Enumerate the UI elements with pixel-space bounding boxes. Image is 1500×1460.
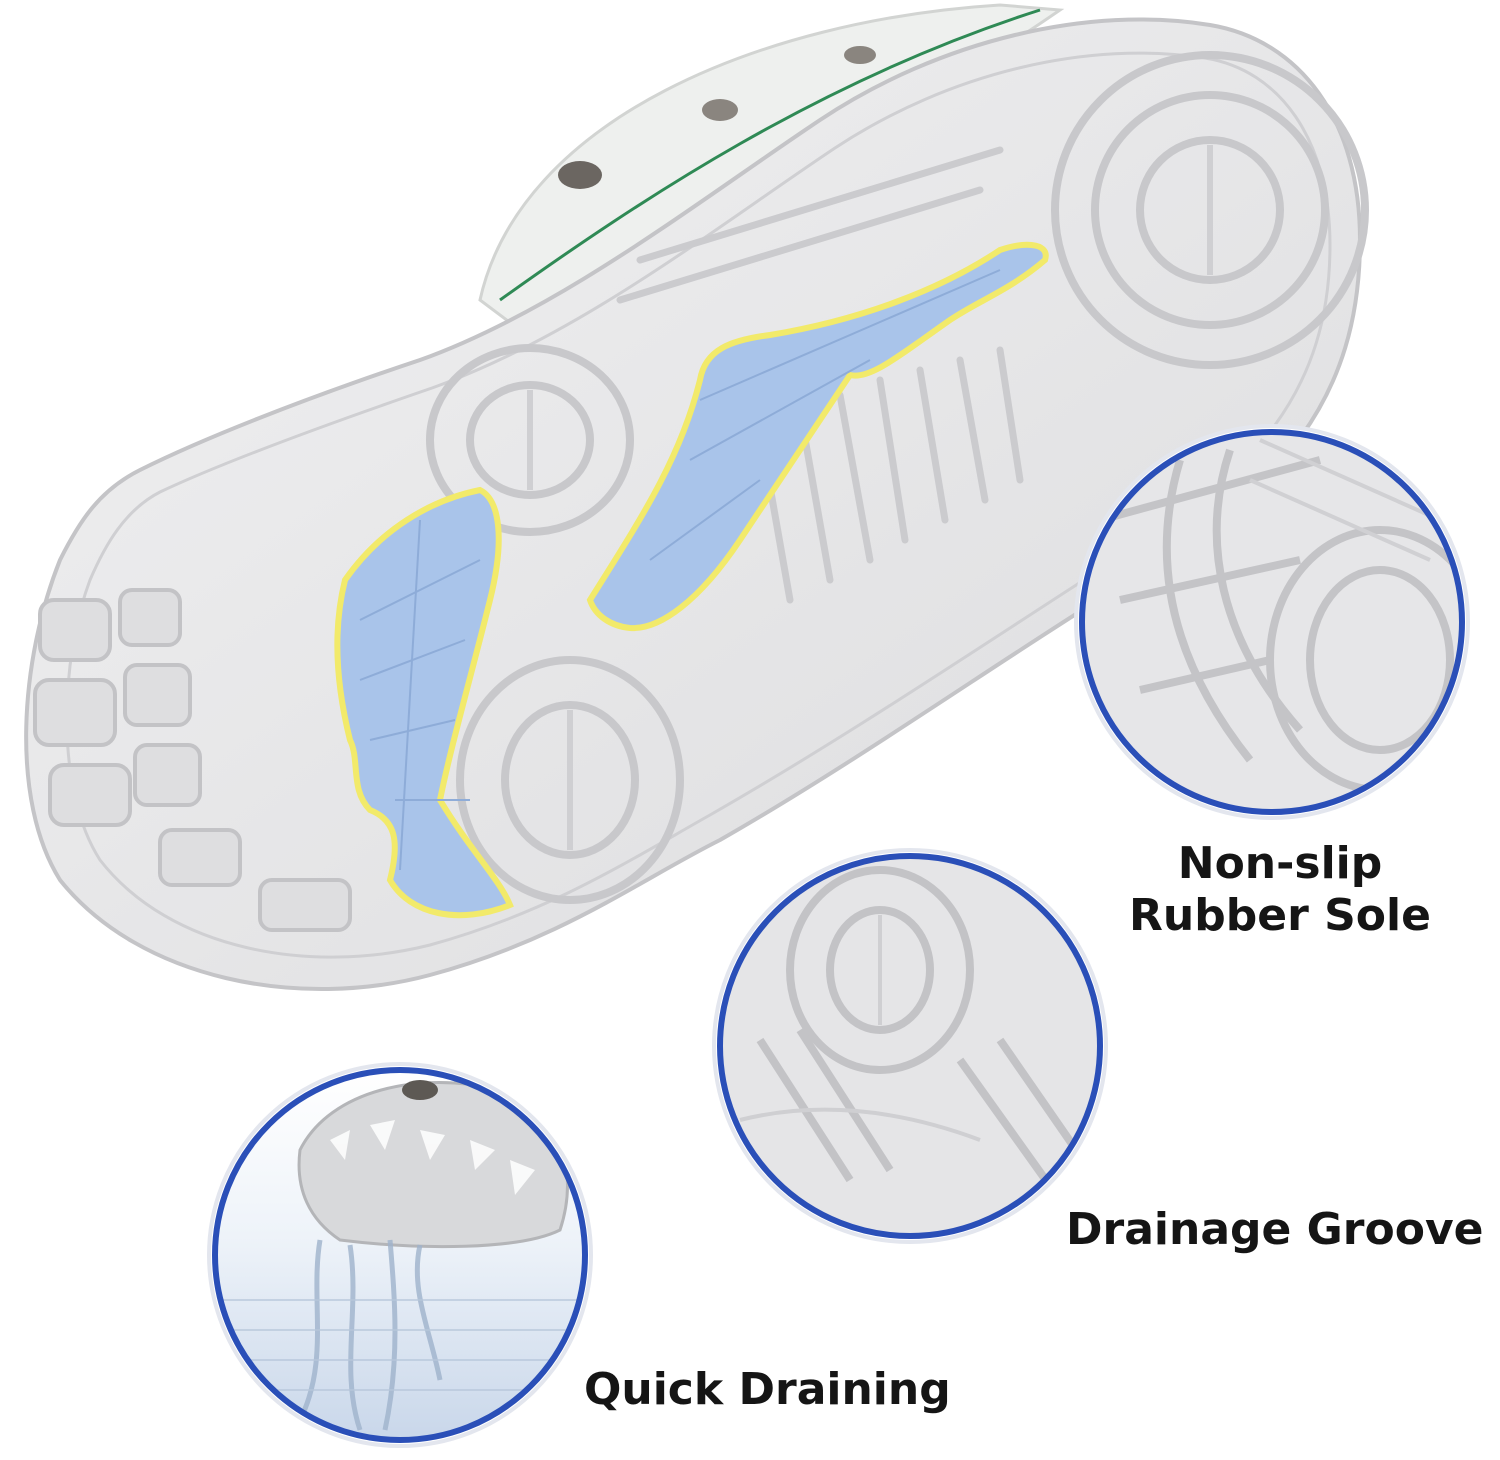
non-slip-label-line1: Non-slip xyxy=(1177,838,1383,889)
drainage-groove-detail-circle xyxy=(712,848,1108,1244)
quick-draining-label: Quick Draining xyxy=(584,1364,951,1415)
drainage-groove-label: Drainage Groove xyxy=(1066,1204,1484,1255)
forefoot-insert xyxy=(334,486,514,919)
arch-insert xyxy=(586,241,1049,632)
quick-draining-detail-circle xyxy=(207,1062,593,1448)
non-slip-detail-circle xyxy=(1074,424,1470,820)
non-slip-label-line2: Rubber Sole xyxy=(1129,890,1431,941)
non-slip-rubber-sole-label: Non-slip Rubber Sole xyxy=(1120,838,1440,942)
shoe-sole xyxy=(24,17,1369,991)
